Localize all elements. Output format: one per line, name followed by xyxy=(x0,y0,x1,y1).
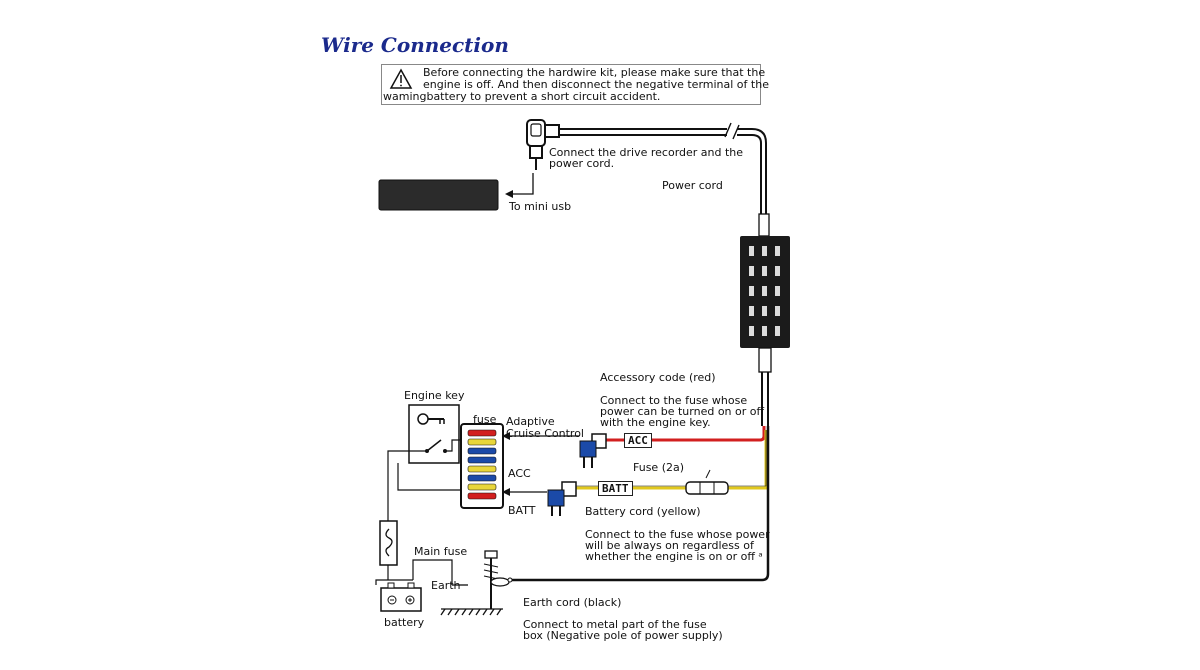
ground-icon xyxy=(440,584,503,616)
batt-note-1: Connect to the fuse whose power xyxy=(585,528,770,541)
acc-note-3: with the engine key. xyxy=(600,416,711,429)
connect-recorder-label-1: Connect the drive recorder and the xyxy=(549,146,744,159)
acc-label: ACC xyxy=(508,467,531,480)
earth-note-2: box (Negative pole of power supply) xyxy=(523,629,723,642)
main-fuse-label: Main fuse xyxy=(414,545,468,558)
battery-icon xyxy=(380,582,422,612)
battery-label: battery xyxy=(384,616,425,629)
warning-box xyxy=(381,64,761,105)
dash-cam xyxy=(378,179,499,211)
engine-key-switch xyxy=(408,404,460,464)
black-earth-wire xyxy=(512,426,770,582)
earth-bolt xyxy=(483,550,513,609)
acc-note-1: Connect to the fuse whose xyxy=(600,394,748,407)
earth-note-1: Connect to metal part of the fuse xyxy=(523,618,707,631)
connect-recorder-label-2: power cord. xyxy=(549,157,615,170)
fuse-label: fuse xyxy=(473,413,497,426)
batt-note-2: will be always on regardless of xyxy=(585,539,754,552)
accessory-code-label: Accessory code (red) xyxy=(600,371,716,384)
adaptive-label-1: Adaptive xyxy=(506,415,555,428)
fuse-2a-label: Fuse (2a) xyxy=(633,461,685,474)
battery-cord-label: Battery cord (yellow) xyxy=(585,505,701,518)
engine-key-label: Engine key xyxy=(404,389,465,402)
circuit-wires xyxy=(375,439,461,585)
acc-tag: ACC xyxy=(624,433,652,448)
acc-note-2: power can be turned on or off xyxy=(600,405,765,418)
to-mini-usb-arrow xyxy=(505,173,534,198)
cable-grommet-top xyxy=(758,213,770,237)
adaptive-label-2: Cruise Control xyxy=(506,427,584,440)
cable-grommet-bottom xyxy=(758,347,772,373)
converter-box xyxy=(740,236,790,348)
batt-note-3: whether the engine is on or off ᵃ xyxy=(585,550,763,563)
acc-arrow xyxy=(502,432,579,440)
fuse-box xyxy=(460,423,504,509)
warning-line-3: wamingbattery to prevent a short circuit… xyxy=(383,90,661,103)
earth-cord-label: Earth cord (black) xyxy=(523,596,622,609)
key-icon xyxy=(417,413,445,425)
warning-line-2: engine is off. And then disconnect the n… xyxy=(423,78,769,91)
red-accessory-wire xyxy=(604,426,766,442)
inline-fuse-holder xyxy=(685,469,729,495)
batt-label: BATT xyxy=(508,504,536,517)
mini-usb-plug xyxy=(526,119,560,170)
page-title: Wire Connection xyxy=(321,33,509,57)
earth-label: Earth xyxy=(431,579,461,592)
to-mini-usb-label: To mini usb xyxy=(509,200,572,213)
power-cord-label: Power cord xyxy=(662,179,723,192)
batt-fuse-tap xyxy=(547,481,577,516)
main-fuse xyxy=(379,520,398,566)
output-cable-bundle xyxy=(761,372,769,426)
power-cord-cable xyxy=(559,122,767,238)
warning-line-1: Before connecting the hardwire kit, plea… xyxy=(423,66,766,79)
batt-tag: BATT xyxy=(598,481,633,496)
warning-triangle-icon xyxy=(389,68,413,89)
acc-fuse-tap xyxy=(579,433,607,468)
batt-arrow xyxy=(502,488,547,496)
